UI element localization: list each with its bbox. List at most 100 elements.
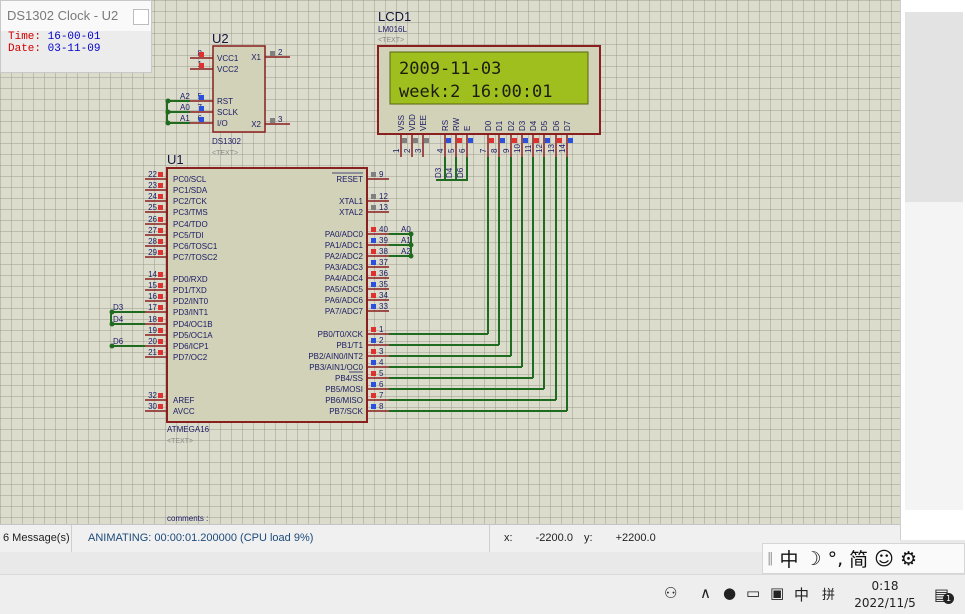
people-icon[interactable]: ⚇ [664, 584, 678, 602]
date-value: 03-11-09 [47, 43, 101, 55]
lcd-pin-name: E [463, 126, 472, 131]
lcd-pin-number: 6 [458, 148, 467, 153]
u1-pin-number: 19 [148, 326, 157, 335]
lcd-pin-state [534, 138, 539, 143]
u2-pin-number: 2 [278, 48, 283, 57]
u1-pin-name: PC7/TOSC2 [173, 253, 218, 262]
input-mode-indicator[interactable]: 中 [794, 586, 810, 604]
lcd-net-label: D4 [445, 167, 454, 178]
u1-pin-number: 30 [148, 402, 157, 411]
pinyin-grid-icon[interactable]: 拼 [822, 588, 836, 603]
status-bar: 6 Message(s) ANIMATING: 00:00:01.200000 … [0, 524, 900, 552]
qq-penguin-icon[interactable]: ● [723, 584, 737, 602]
u1-pin-name: PA0/ADC0 [325, 230, 364, 239]
u1-pin-name: PB5/MOSI [325, 385, 363, 394]
u1-pin-state [371, 249, 376, 254]
lcd-text-tag: <TEXT> [378, 37, 404, 44]
u1-pin-number: 38 [379, 247, 388, 256]
u1-pin-state [158, 350, 163, 355]
u1-pin-number: 26 [148, 215, 157, 224]
lcd-ref-label: LCD1 [378, 9, 411, 24]
u1-pin-state [158, 404, 163, 409]
u1-pin-name: PA2/ADC2 [325, 252, 364, 261]
u1-pin-name: PB1/T1 [336, 341, 363, 350]
u1-pin-state [371, 327, 376, 332]
u1-pin-state [371, 172, 376, 177]
ime-script-button[interactable]: 简 [849, 549, 869, 571]
lcd-pin-number: 5 [447, 148, 456, 153]
u1-pin-name: PB7/SCK [329, 407, 363, 416]
ime-drag-handle-icon[interactable]: ‖ [767, 551, 774, 566]
u1-pin-name: PA7/ADC7 [325, 307, 364, 316]
lcd-net-label: D3 [434, 167, 443, 178]
u2-pin-state [199, 106, 204, 111]
lcd-pin-name: D0 [484, 120, 493, 131]
u2-pin-state [199, 63, 204, 68]
ds1302-clock-popup[interactable]: DS1302 Clock - U2 Time: 16-00-01 Date: 0… [0, 0, 152, 73]
notification-icon[interactable]: ▤1 [934, 585, 955, 604]
schematic-canvas[interactable]: U2DS1302<TEXT>VCC18VCC21RST5A2SCLK7A0I/O… [0, 0, 900, 524]
u2-pin-state [199, 117, 204, 122]
u1-pin-name: AVCC [173, 407, 195, 416]
u1-pin-state [371, 293, 376, 298]
u2-body [212, 45, 266, 133]
ime-punct-button[interactable]: °, [827, 547, 844, 570]
system-clock[interactable]: 0:18 2022/11/5 [848, 578, 922, 612]
lcd-pin-state [446, 138, 451, 143]
ime-emoji-icon[interactable]: ☺ [874, 547, 894, 570]
u1-pin-number: 5 [379, 369, 384, 378]
u1-pin-number: 23 [148, 181, 157, 190]
u1-pin-number: 18 [148, 315, 157, 324]
u1-pin-name: PD7/OC2 [173, 353, 208, 362]
network-icon[interactable]: ▣ [770, 584, 785, 602]
u1-type-label: ATMEGA16 [167, 425, 210, 434]
u1-pin-number: 40 [379, 225, 388, 234]
u1-pin-name: PC5/TDI [173, 231, 204, 240]
u1-pin-name: AREF [173, 396, 194, 405]
lcd-pin-number: 7 [479, 148, 488, 153]
u1-pin-name: PC4/TDO [173, 220, 208, 229]
ime-mode-button[interactable]: 中 [779, 549, 799, 571]
u1-pin-state [371, 304, 376, 309]
lcd-pin-number: 10 [513, 144, 522, 153]
popup-close-icon[interactable] [133, 9, 149, 25]
u1-pin-state [158, 228, 163, 233]
chevron-up-icon[interactable]: ∧ [700, 584, 711, 602]
lcd-pin-state [402, 138, 407, 143]
lcd-line-1: 2009-11-03 [399, 59, 501, 79]
u1-pin-state [158, 305, 163, 310]
u2-pin-name: VCC2 [217, 65, 239, 74]
u1-pin-name: PA3/ADC3 [325, 263, 364, 272]
y-value: +2200.0 [615, 532, 656, 544]
u1-pin-number: 13 [379, 203, 388, 212]
y-label: y: [584, 532, 593, 544]
u1-pin-name: PA4/ADC4 [325, 274, 364, 283]
u1-pin-state [158, 205, 163, 210]
right-scroll-thumb[interactable] [905, 12, 963, 202]
u2-ref-label: U2 [212, 31, 229, 46]
lcd-pin-name: D4 [529, 120, 538, 131]
u1-pin-number: 28 [148, 237, 157, 246]
ime-moon-icon[interactable]: ☽ [804, 547, 822, 570]
date-label: Date: [8, 43, 42, 55]
u1-pin-name: PB0/T0/XCK [318, 330, 364, 339]
ime-settings-icon[interactable]: ⚙ [899, 547, 917, 570]
schematic-workspace[interactable]: U2DS1302<TEXT>VCC18VCC21RST5A2SCLK7A0I/O… [0, 0, 900, 524]
u1-pin-name: PB6/MISO [325, 396, 363, 405]
battery-icon[interactable]: ▭ [746, 584, 761, 602]
u2-text-tag: <TEXT> [212, 150, 238, 157]
u2-pin-name: I/O [217, 119, 228, 128]
u1-pin-state [371, 338, 376, 343]
u1-net-label: D4 [113, 315, 124, 324]
messages-count[interactable]: 6 Message(s) [0, 525, 72, 552]
u1-pin-name: PD4/OC1B [173, 320, 213, 329]
u1-pin-name: PD6/ICP1 [173, 342, 209, 351]
u1-pin-number: 22 [148, 170, 157, 179]
u1-pin-state [371, 404, 376, 409]
u1-pin-number: 25 [148, 203, 157, 212]
u1-pin-number: 3 [379, 347, 384, 356]
u1-ref-label: U1 [167, 152, 184, 167]
lcd-pin-state [489, 138, 494, 143]
u1-pin-number: 14 [148, 270, 157, 279]
lcd-net-label: D6 [456, 167, 465, 178]
